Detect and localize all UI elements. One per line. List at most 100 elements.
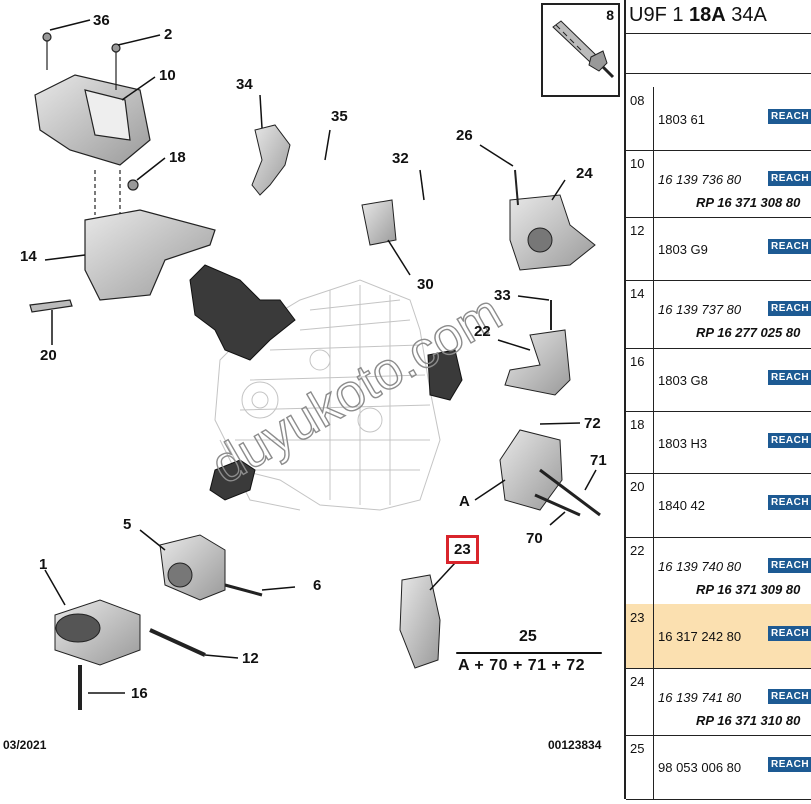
part-row-14[interactable]: 14 16 139 737 80 REACH RP 16 277 025 80 <box>626 280 811 348</box>
callout-30[interactable]: 30 <box>417 276 434 293</box>
divider <box>626 348 811 349</box>
callout-14[interactable]: 14 <box>20 248 37 265</box>
reach-badge[interactable]: REACH <box>768 370 811 385</box>
callout-22[interactable]: 22 <box>474 323 491 340</box>
part-reference[interactable]: 16 139 741 80 <box>658 690 742 705</box>
footer-date: 03/2021 <box>3 738 47 752</box>
part-index: 24 <box>630 674 645 689</box>
divider <box>626 799 811 800</box>
inset-box-8[interactable]: 8 <box>541 3 620 97</box>
callout-33[interactable]: 33 <box>494 287 511 304</box>
replacement-part-ref[interactable]: RP 16 277 025 80 <box>696 325 801 340</box>
callout-10[interactable]: 10 <box>159 67 176 84</box>
callout-1[interactable]: 1 <box>39 556 48 573</box>
callout-32[interactable]: 32 <box>392 150 409 167</box>
assembly-number[interactable]: 25 <box>519 628 537 645</box>
divider <box>626 735 811 736</box>
row-separator <box>653 604 654 668</box>
bolt-icon <box>552 20 615 79</box>
callout-72[interactable]: 72 <box>584 415 601 432</box>
part-index: 20 <box>630 479 645 494</box>
callout-70[interactable]: 70 <box>526 530 543 547</box>
callout-24[interactable]: 24 <box>576 165 593 182</box>
part-reference[interactable]: 16 139 736 80 <box>658 172 742 187</box>
part-row-12[interactable]: 12 1803 G9 REACH <box>626 217 811 280</box>
divider <box>626 150 811 151</box>
part-reference[interactable]: 1803 G9 <box>658 242 708 257</box>
row-separator <box>653 150 654 217</box>
reach-badge[interactable]: REACH <box>768 757 811 772</box>
part-row-24[interactable]: 24 16 139 741 80 REACH RP 16 371 310 80 <box>626 668 811 735</box>
engine-block-sketch <box>214 279 441 511</box>
callout-23-highlighted[interactable]: 23 <box>446 535 479 564</box>
part-reference[interactable]: 1803 G8 <box>658 373 708 388</box>
row-separator <box>653 348 654 411</box>
reach-badge[interactable]: REACH <box>768 626 811 641</box>
part-reference[interactable]: 1840 42 <box>658 498 705 513</box>
callout-2[interactable]: 2 <box>164 26 173 43</box>
row-separator <box>653 735 654 799</box>
row-separator <box>653 668 654 735</box>
callout-34[interactable]: 34 <box>236 76 253 93</box>
part-reference[interactable]: 1803 61 <box>658 112 705 127</box>
row-separator <box>653 411 654 473</box>
reach-badge[interactable]: REACH <box>768 689 811 704</box>
callout-71[interactable]: 71 <box>590 452 607 469</box>
part-reference[interactable]: 16 139 740 80 <box>658 559 742 574</box>
diagram-drawing: duyukoto.com <box>29 19 601 710</box>
divider <box>626 217 811 218</box>
part-row-22[interactable]: 22 16 139 740 80 REACH RP 16 371 309 80 <box>626 537 811 604</box>
exploded-parts-diagram: duyukoto.com 36 2 10 18 14 20 34 35 32 3… <box>3 3 620 752</box>
reach-badge[interactable]: REACH <box>768 301 811 316</box>
divider <box>626 537 811 538</box>
divider <box>626 73 811 74</box>
row-separator <box>653 473 654 537</box>
divider <box>626 668 811 669</box>
row-separator <box>653 537 654 604</box>
part-index: 08 <box>630 93 645 108</box>
divider <box>626 33 811 34</box>
reach-badge[interactable]: REACH <box>768 109 811 124</box>
callout-20[interactable]: 20 <box>40 347 57 364</box>
callout-26[interactable]: 26 <box>456 127 473 144</box>
part-index: 14 <box>630 286 645 301</box>
callout-35[interactable]: 35 <box>331 108 348 125</box>
part-row-10[interactable]: 10 16 139 736 80 REACH RP 16 371 308 80 <box>626 150 811 217</box>
part-reference[interactable]: 1803 H3 <box>658 436 708 451</box>
callout-A[interactable]: A <box>459 493 470 510</box>
reach-badge[interactable]: REACH <box>768 239 811 254</box>
part-row-23[interactable]: 23 16 317 242 80 REACH <box>626 604 811 668</box>
part-row-20[interactable]: 20 1840 42 REACH <box>626 473 811 537</box>
replacement-part-ref[interactable]: RP 16 371 310 80 <box>696 713 801 728</box>
inset-number: 8 <box>606 7 614 23</box>
part-index: 22 <box>630 543 645 558</box>
footer-code: 00123834 <box>548 738 602 752</box>
replacement-part-ref[interactable]: RP 16 371 309 80 <box>696 582 801 597</box>
callout-12[interactable]: 12 <box>242 650 259 667</box>
callout-18[interactable]: 18 <box>169 149 186 166</box>
part-index: 12 <box>630 223 645 238</box>
reach-badge[interactable]: REACH <box>768 433 811 448</box>
replacement-part-ref[interactable]: RP 16 371 308 80 <box>696 195 801 210</box>
part-row-08[interactable]: 08 1803 61 REACH <box>626 87 811 150</box>
row-separator <box>653 280 654 348</box>
part-index: 23 <box>630 610 645 625</box>
callout-16[interactable]: 16 <box>131 685 148 702</box>
callout-5[interactable]: 5 <box>123 516 132 533</box>
part-row-25[interactable]: 25 98 053 006 80 REACH <box>626 735 811 799</box>
reach-badge[interactable]: REACH <box>768 558 811 573</box>
panel-title: U9F 1 18A 34A <box>629 4 767 26</box>
callout-36[interactable]: 36 <box>93 12 110 29</box>
divider <box>626 280 811 281</box>
part-reference[interactable]: 98 053 006 80 <box>658 760 742 775</box>
part-reference[interactable]: 16 317 242 80 <box>658 629 742 644</box>
assembly-formula: A + 70 + 71 + 72 <box>458 657 586 674</box>
callout-6[interactable]: 6 <box>313 577 322 594</box>
part-index: 25 <box>630 741 645 756</box>
reach-badge[interactable]: REACH <box>768 171 811 186</box>
part-index: 10 <box>630 156 645 171</box>
reach-badge[interactable]: REACH <box>768 495 811 510</box>
part-reference[interactable]: 16 139 737 80 <box>658 302 742 317</box>
